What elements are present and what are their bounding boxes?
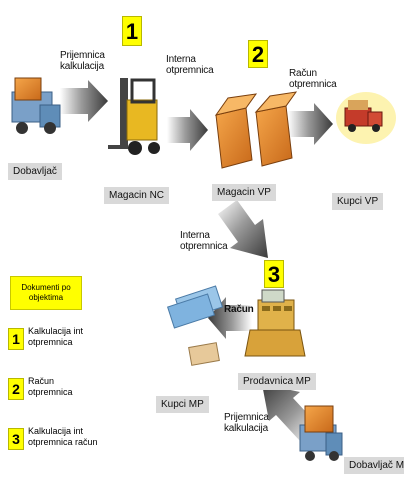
node-prodavnica-mp: Prodavnica MP — [238, 373, 316, 390]
badge-prodavnica-mp: 3 — [264, 260, 284, 288]
legend-number: 1 — [8, 328, 24, 350]
flow-label-racun-otpremnica: Račun otpremnica — [289, 68, 341, 90]
legend-text: Račun otpremnica — [28, 376, 73, 397]
flow-arrow-2 — [167, 109, 208, 151]
badge-magacin-vp: 2 — [248, 40, 268, 68]
truck-icon — [11, 77, 61, 134]
node-dobavljac: Dobavljač — [8, 163, 62, 180]
flow-label-prijemnica: Prijemnica kalkulacija — [60, 50, 120, 72]
node-magacin-nc: Magacin NC — [104, 187, 170, 204]
flow-arrow-3 — [288, 103, 333, 145]
flow-label-prijemnica-mp: Prijemnica kalkulacija — [224, 412, 284, 434]
node-dobavljac-mp: Dobavljač MP — [344, 457, 404, 474]
node-kupci-vp: Kupci VP — [332, 193, 384, 210]
flow-label-text: Prijemnica kalkulacija — [224, 412, 269, 434]
cash-register-icon — [244, 289, 306, 357]
flow-label-interna-2: Interna otpremnica — [180, 230, 232, 252]
node-magacin-vp: Magacin VP — [212, 184, 276, 201]
legend-number: 3 — [8, 428, 24, 450]
open-box-icon — [214, 91, 298, 169]
legend-item: 2 Račun otpremnica — [8, 376, 98, 402]
delivery-truck-icon — [336, 92, 396, 144]
flow-label-interna-1: Interna otpremnica — [166, 54, 222, 76]
legend-item: 1 Kalkulacija int otpremnica — [8, 326, 98, 352]
flow-arrow-4 — [218, 200, 268, 258]
flow-arrow-1 — [60, 80, 108, 122]
flow-label-text: Interna otpremnica — [166, 54, 214, 76]
legend-text: Kalkulacija int otpremnica — [28, 326, 84, 347]
flow-label-text: Interna otpremnica — [180, 230, 228, 252]
legend-item: 3 Kalkulacija int otpremnica račun — [8, 426, 98, 466]
flow-label-racun: Račun — [224, 304, 254, 315]
flow-label-text: Račun otpremnica — [289, 68, 337, 90]
badge-magacin-nc: 1 — [122, 16, 142, 46]
node-kupci-mp: Kupci MP — [156, 396, 209, 413]
forklift-icon — [108, 78, 160, 155]
money-card-icon — [166, 285, 224, 366]
legend-title: Dokumenti po objektima — [10, 276, 82, 310]
flow-label-text: Prijemnica kalkulacija — [60, 50, 105, 72]
legend-number: 2 — [8, 378, 24, 400]
flow-label-text: Račun — [224, 304, 254, 315]
legend-text: Kalkulacija int otpremnica račun — [28, 426, 98, 447]
truck-mp-icon — [299, 405, 343, 461]
